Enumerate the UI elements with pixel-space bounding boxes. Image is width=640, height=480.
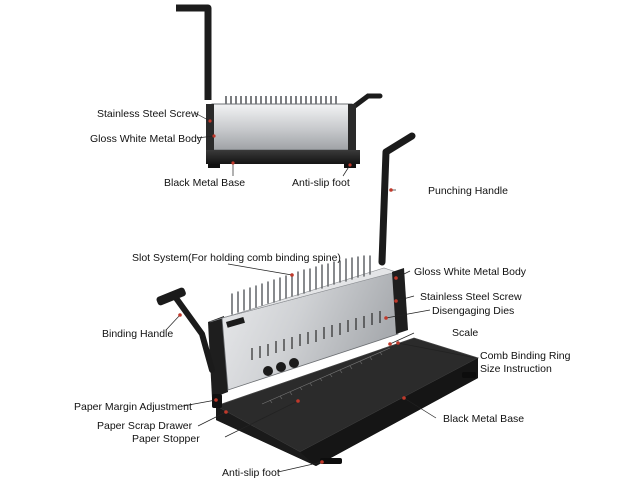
top-black-base: [206, 150, 360, 164]
label-ring-size-line2: Size Instruction: [480, 363, 552, 375]
top-crank: [349, 93, 383, 111]
label-top-metal-base: Black Metal Base: [164, 177, 246, 189]
label-main-anti-slip-foot: Anti-slip foot: [222, 467, 280, 479]
binding-crank: [173, 295, 215, 373]
label-top-gloss-body: Gloss White Metal Body: [90, 133, 203, 145]
main-machine: [156, 132, 480, 473]
label-paper-margin: Paper Margin Adjustment: [74, 401, 192, 413]
label-binding-handle: Binding Handle: [102, 328, 174, 340]
label-top-steel-screw: Stainless Steel Screw: [97, 108, 199, 120]
label-paper-stopper: Paper Stopper: [132, 433, 200, 445]
comb-teeth: [231, 255, 371, 315]
scale-strip: [261, 347, 391, 405]
punch-slots: [251, 311, 381, 360]
label-gloss-body: Gloss White Metal Body: [414, 266, 527, 278]
label-steel-screw: Stainless Steel Screw: [420, 291, 522, 303]
label-ring-size-line1: Comb Binding Ring: [480, 350, 571, 362]
label-scrap-drawer: Paper Scrap Drawer: [97, 420, 193, 432]
label-slot-system: Slot System(For holding comb binding spi…: [132, 252, 341, 264]
label-main-metal-base: Black Metal Base: [443, 413, 525, 425]
top-machine-side-view: [176, 4, 383, 177]
label-disengaging-dies: Disengaging Dies: [432, 305, 515, 317]
top-silver-body: [211, 103, 353, 151]
label-punching-handle: Punching Handle: [428, 185, 508, 197]
top-handle: [176, 4, 212, 100]
punching-handle-rod: [378, 132, 416, 266]
label-scale: Scale: [452, 327, 479, 339]
label-top-anti-slip-foot: Anti-slip foot: [292, 177, 350, 189]
